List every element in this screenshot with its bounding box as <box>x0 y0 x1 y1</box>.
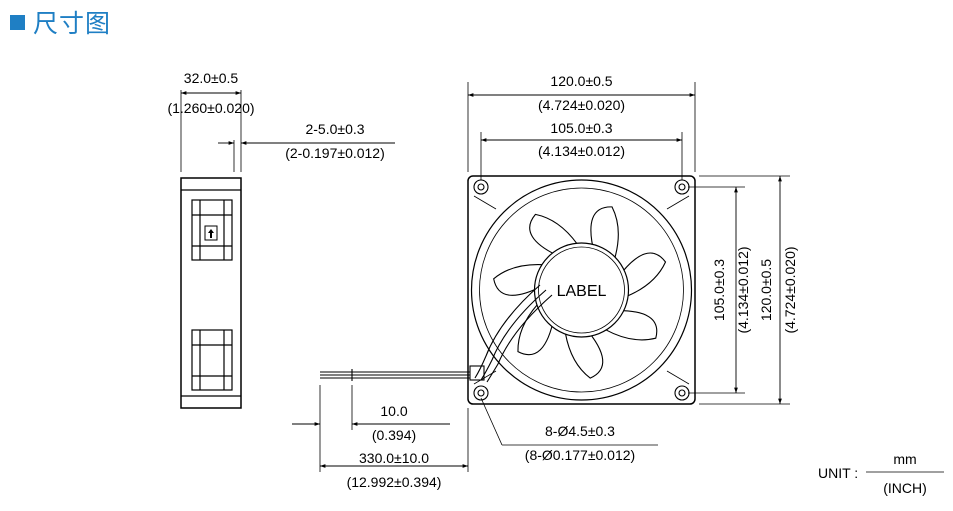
flange-in: (2-0.197±0.012) <box>285 145 385 161</box>
wire-length-mm: 330.0±10.0 <box>359 450 429 466</box>
unit-prefix: UNIT : <box>818 465 858 481</box>
square-icon <box>10 14 25 30</box>
wire-strip-in: (0.394) <box>372 427 416 443</box>
hole-pitch-in: (4.134±0.012) <box>538 143 625 159</box>
unit-numerator: mm <box>893 451 916 467</box>
holes-in: (8-Ø0.177±0.012) <box>525 447 635 463</box>
height-in: (4.724±0.020) <box>782 246 798 333</box>
side-thickness-mm: 32.0±0.5 <box>184 70 239 86</box>
front-dimension-lines <box>292 82 790 472</box>
page-heading: 尺寸图 <box>10 4 111 40</box>
fan-frame <box>467 175 696 405</box>
unit-legend: UNIT : mm (INCH) <box>818 451 944 496</box>
vertical-pitch-mm: 105.0±0.3 <box>711 259 727 321</box>
width-mm: 120.0±0.5 <box>550 73 612 89</box>
hole-pitch-mm: 105.0±0.3 <box>550 120 612 136</box>
holes-mm: 8-Ø4.5±0.3 <box>545 423 615 439</box>
wire-length-in: (12.992±0.394) <box>347 474 442 490</box>
lead-wire <box>320 284 553 383</box>
width-in: (4.724±0.020) <box>538 97 625 113</box>
side-view <box>180 90 395 409</box>
hub-label: LABEL <box>557 283 607 300</box>
page-title: 尺寸图 <box>33 9 112 38</box>
height-mm: 120.0±0.5 <box>758 259 774 321</box>
flange-mm: 2-5.0±0.3 <box>305 121 364 137</box>
vertical-pitch-in: (4.134±0.012) <box>735 246 751 333</box>
small-arrow-icon <box>204 225 218 241</box>
wire-strip-mm: 10.0 <box>380 403 407 419</box>
side-thickness-in: (1.260±0.020) <box>167 100 254 116</box>
unit-denominator: (INCH) <box>883 480 927 496</box>
label-hub <box>533 242 630 338</box>
